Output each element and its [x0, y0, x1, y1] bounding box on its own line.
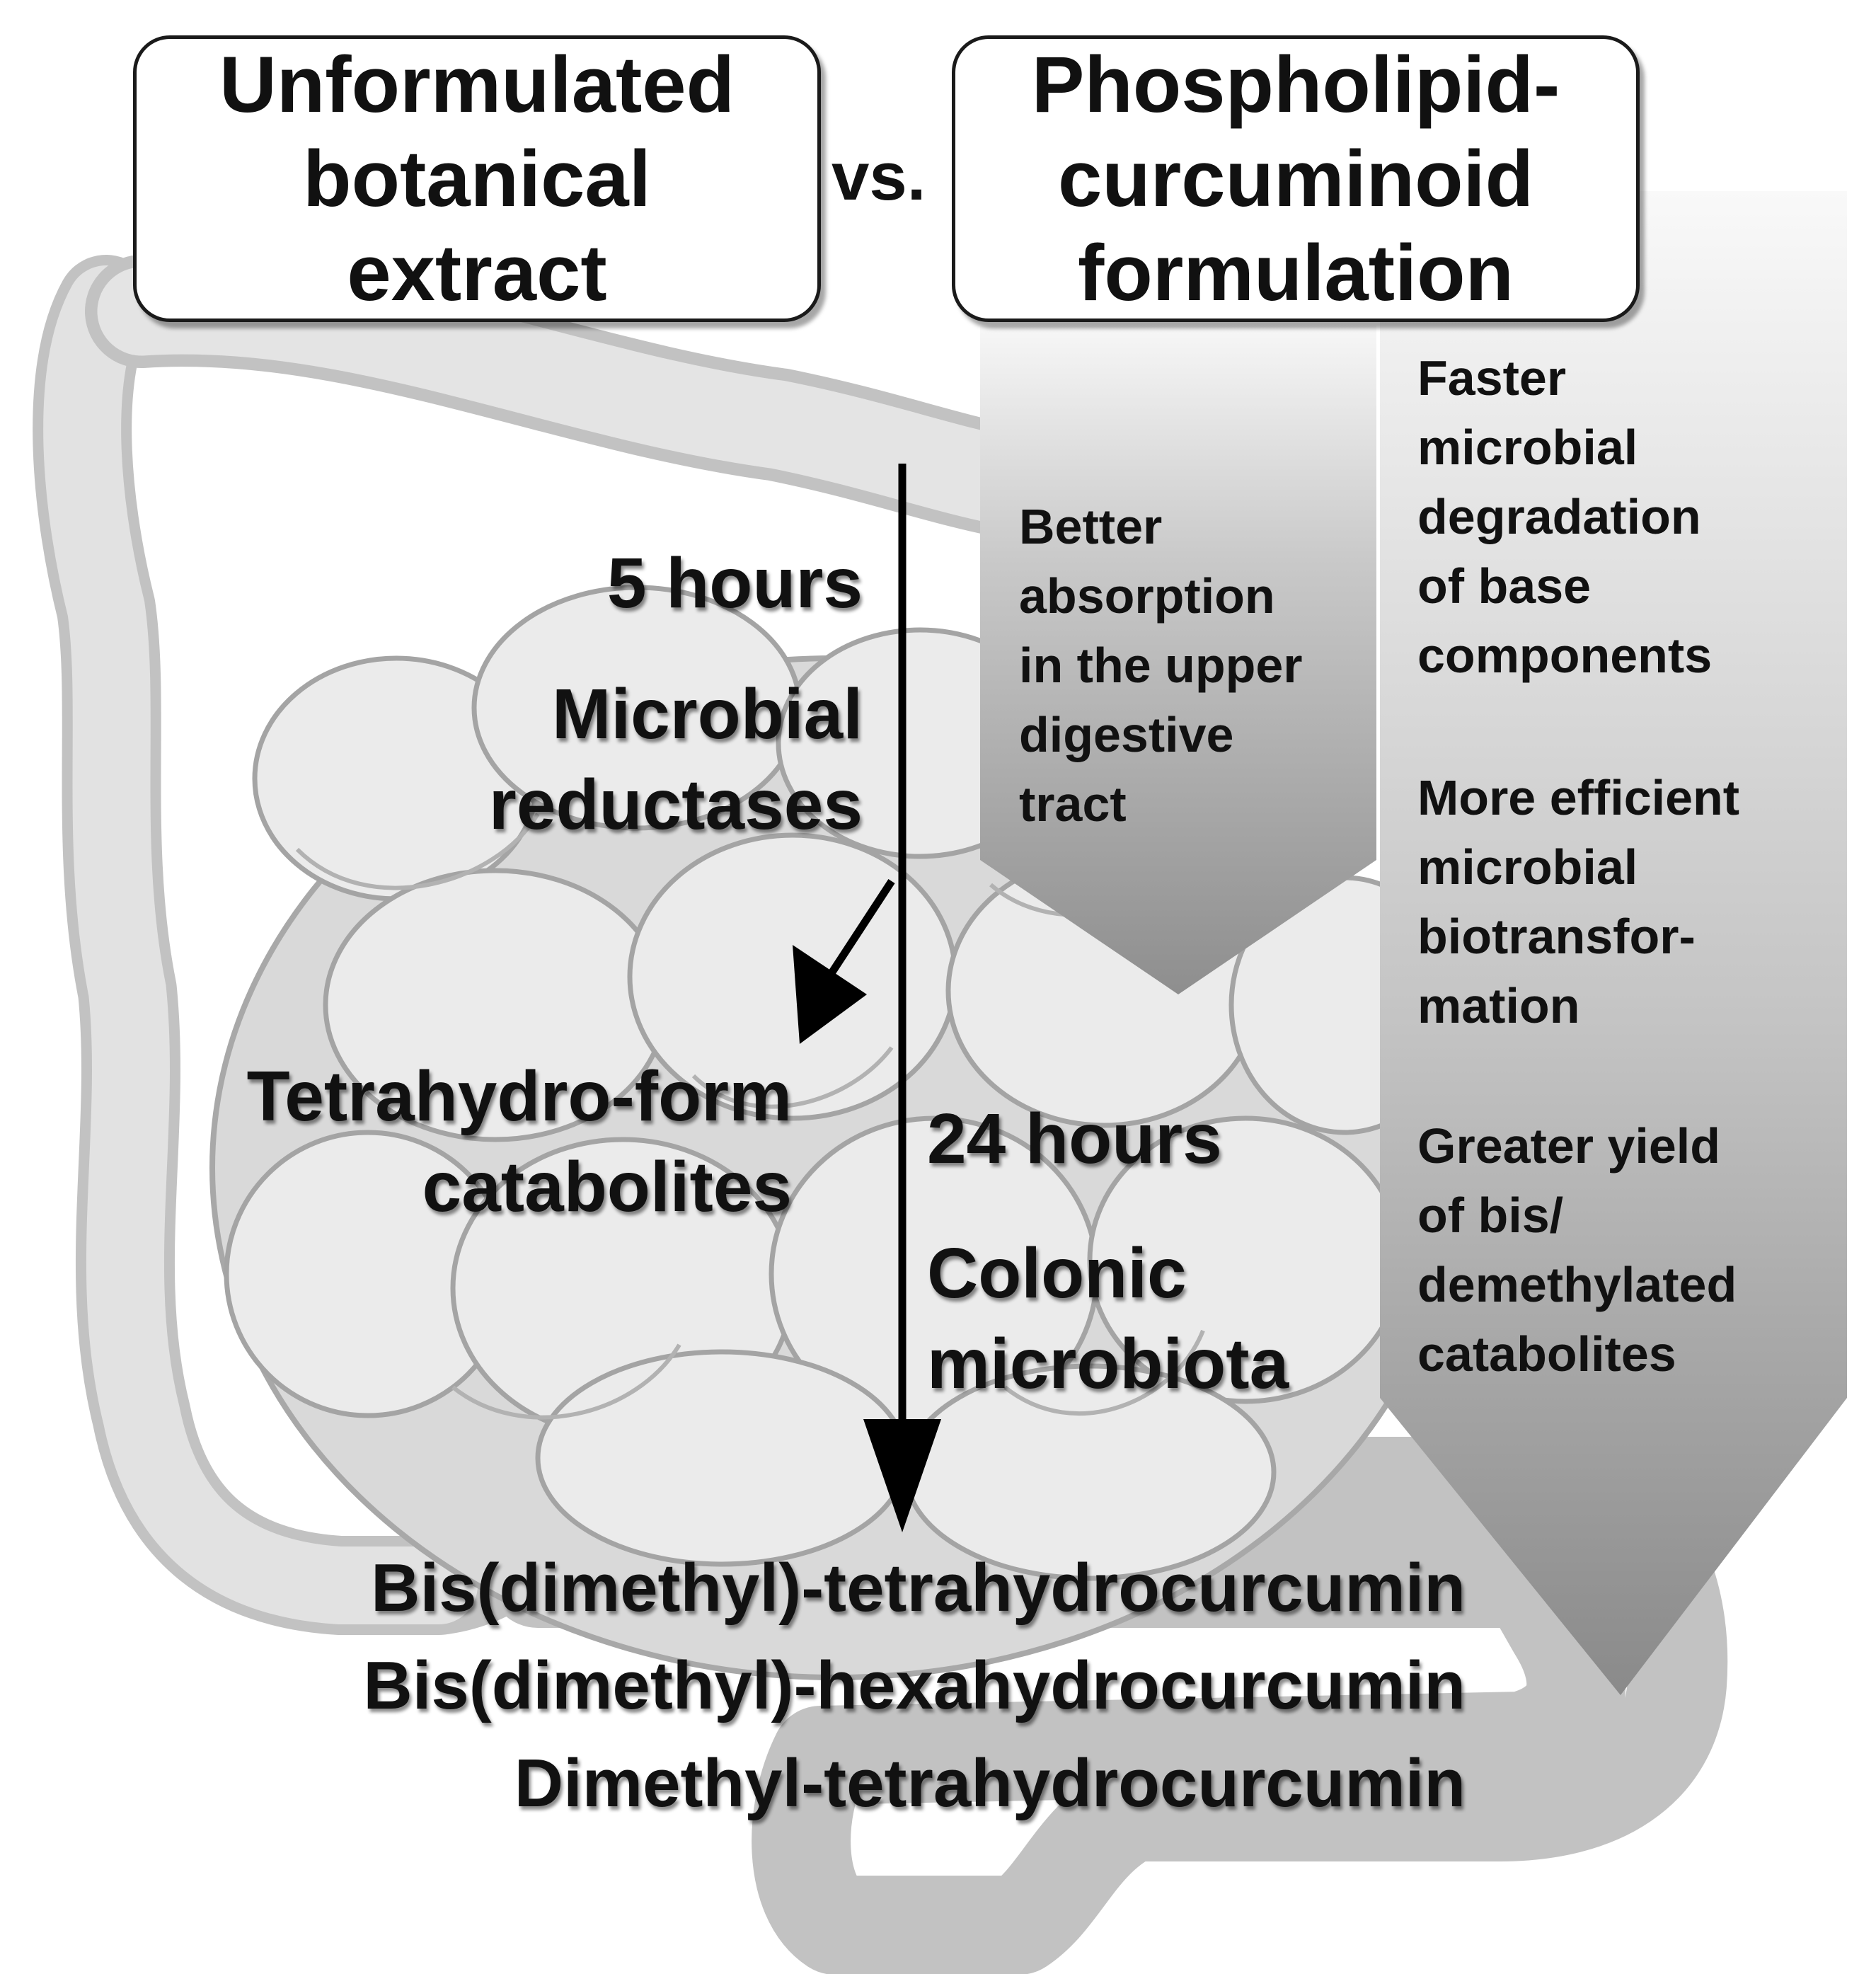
- late-agent-line-2: microbiota: [927, 1324, 1289, 1404]
- product-3: Dimethyl-tetrahydrocurcumin: [514, 1745, 1466, 1821]
- phospholipid-formulation-box: Phospholipid- curcuminoid formulation: [952, 35, 1640, 322]
- early-time-label: 5 hours: [606, 544, 863, 623]
- upper-absorption-text: Better absorption in the upper digestive…: [1019, 492, 1303, 839]
- colon2-line-1: More efficient: [1417, 770, 1740, 825]
- intermediate-line-1: Tetrahydro-form: [246, 1057, 792, 1136]
- colon3-line-1: Greater yield: [1417, 1118, 1720, 1174]
- intermediate-catabolites-label: Tetrahydro-form catabolites: [247, 1051, 792, 1232]
- colon-metabolism-banner: [1380, 191, 1847, 1695]
- colon2-line-3: biotransfor-: [1417, 909, 1696, 964]
- left-box-line-2: botanical: [303, 134, 651, 223]
- colon1-line-2: microbial: [1417, 420, 1638, 475]
- right-box-line-2: curcuminoid: [1057, 134, 1534, 223]
- colon2-line-4: mation: [1417, 978, 1580, 1033]
- versus-label: vs.: [831, 139, 926, 214]
- upper-line-4: digestive: [1019, 707, 1234, 762]
- upper-line-3: in the upper: [1019, 638, 1303, 693]
- early-agent-line-1: Microbial: [552, 675, 863, 754]
- unformulated-extract-box: Unformulated botanical extract: [133, 35, 821, 322]
- greater-yield-text: Greater yield of bis/ demethylated catab…: [1417, 1111, 1737, 1389]
- branch-arrow: [828, 878, 895, 976]
- left-box-line-3: extract: [347, 229, 607, 317]
- right-box-line-3: formulation: [1078, 229, 1514, 317]
- early-agent-line-2: reductases: [488, 765, 863, 844]
- colon1-line-4: of base: [1417, 558, 1592, 614]
- colon3-line-3: demethylated: [1417, 1257, 1737, 1312]
- colon1-line-1: Faster: [1417, 350, 1567, 406]
- upper-line-2: absorption: [1019, 568, 1275, 624]
- late-agent-line-1: Colonic: [927, 1234, 1187, 1313]
- final-catabolites-list: Bis(dimethyl)-tetrahydrocurcumin Bis(dim…: [363, 1539, 1466, 1832]
- faster-degradation-text: Faster microbial degradation of base com…: [1417, 343, 1712, 690]
- main-arrowhead: [863, 1419, 941, 1532]
- late-agent-label: Colonic microbiota: [927, 1228, 1289, 1409]
- product-1: Bis(dimethyl)-tetrahydrocurcumin: [371, 1550, 1466, 1626]
- colon1-line-5: components: [1417, 628, 1713, 683]
- efficient-biotransformation-text: More efficient microbial biotransfor- ma…: [1417, 763, 1739, 1040]
- late-time-label: 24 hours: [927, 1099, 1222, 1178]
- intermediate-line-2: catabolites: [422, 1147, 792, 1227]
- left-box-line-1: Unformulated: [219, 40, 735, 129]
- colon3-line-4: catabolites: [1417, 1326, 1676, 1382]
- colon1-line-3: degradation: [1417, 489, 1701, 544]
- branch-arrowhead: [793, 945, 867, 1044]
- right-box-line-1: Phospholipid-: [1031, 40, 1560, 129]
- upper-line-1: Better: [1019, 499, 1163, 554]
- colon3-line-2: of bis/: [1417, 1188, 1564, 1243]
- upper-absorption-banner: [980, 326, 1376, 994]
- upper-line-5: tract: [1019, 776, 1127, 832]
- colon2-line-2: microbial: [1417, 839, 1638, 895]
- product-2: Bis(dimethyl)-hexahydrocurcumin: [363, 1648, 1466, 1723]
- early-agent-label: Microbial reductases: [489, 669, 863, 850]
